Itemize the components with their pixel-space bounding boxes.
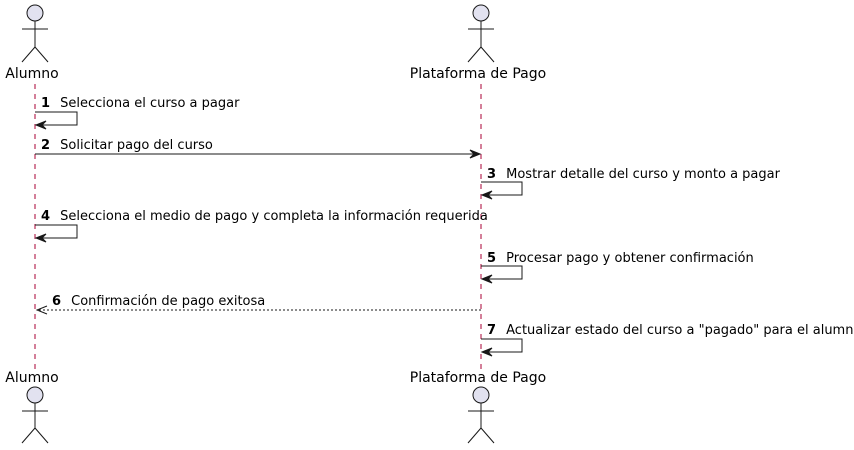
message-label: 4 Selecciona el medio de pago y completa… (41, 205, 488, 224)
message-number: 7 (487, 323, 496, 338)
stick-figure-icon (467, 4, 495, 63)
arrowhead-icon (34, 120, 47, 130)
message-arrow (35, 111, 78, 126)
message-text: Mostrar detalle del curso y monto a paga… (506, 167, 780, 182)
arrowhead-icon (480, 347, 493, 357)
message-arrow (481, 181, 523, 196)
message-label: 2 Solicitar pago del curso (41, 134, 213, 153)
message-arrow (35, 224, 78, 239)
actor-plataforma-top: Plataforma de Pago (410, 4, 546, 82)
arrowhead-icon (469, 149, 482, 159)
arrowhead-icon (480, 274, 493, 284)
message-number: 4 (41, 209, 50, 224)
message-text: Actualizar estado del curso a "pagado" p… (506, 323, 854, 338)
message-number: 5 (487, 251, 496, 266)
message-4: 4 Selecciona el medio de pago y completa… (34, 205, 488, 243)
message-label: 1 Selecciona el curso a pagar (41, 92, 240, 111)
message-3: 3 Mostrar detalle del curso y monto a pa… (480, 163, 781, 200)
message-6: 6 Confirmación de pago exitosa (35, 290, 481, 315)
actor-head (472, 4, 490, 22)
actor-label: Alumno (5, 66, 58, 82)
actor-head (26, 4, 44, 22)
actor-label: Plataforma de Pago (410, 370, 546, 386)
actor-label: Alumno (5, 370, 58, 386)
actor-plataforma-bottom: Plataforma de Pago (410, 370, 546, 444)
message-text: Selecciona el medio de pago y completa l… (60, 209, 488, 224)
message-label: 6 Confirmación de pago exitosa (52, 290, 265, 309)
actor-alumno-top: Alumno (5, 4, 59, 82)
arrowhead-icon (480, 190, 493, 200)
message-text: Solicitar pago del curso (60, 138, 213, 153)
message-label: 7 Actualizar estado del curso a "pagado"… (487, 319, 854, 338)
actor-label: Plataforma de Pago (410, 66, 546, 82)
message-arrow (481, 338, 523, 353)
message-text: Procesar pago y obtener confirmación (506, 251, 754, 266)
message-number: 2 (41, 138, 50, 153)
stick-figure-icon (467, 386, 495, 444)
message-2: 2 Solicitar pago del curso (35, 134, 482, 159)
message-label: 3 Mostrar detalle del curso y monto a pa… (487, 163, 781, 182)
message-number: 3 (487, 167, 496, 182)
stick-figure-icon (21, 386, 49, 444)
actor-head (26, 386, 44, 404)
message-label: 5 Procesar pago y obtener confirmación (487, 247, 754, 266)
message-5: 5 Procesar pago y obtener confirmación (480, 247, 754, 284)
arrowhead-icon (34, 233, 47, 243)
actor-head (472, 386, 490, 404)
message-arrow (481, 265, 523, 280)
message-number: 6 (52, 294, 61, 309)
message-text: Selecciona el curso a pagar (60, 96, 240, 111)
message-1: 1 Selecciona el curso a pagar (34, 92, 240, 130)
message-number: 1 (41, 96, 50, 111)
message-text: Confirmación de pago exitosa (71, 294, 265, 309)
message-7: 7 Actualizar estado del curso a "pagado"… (480, 319, 854, 357)
actor-alumno-bottom: Alumno (5, 370, 59, 444)
arrowhead-icon (35, 305, 48, 315)
stick-figure-icon (21, 4, 49, 63)
